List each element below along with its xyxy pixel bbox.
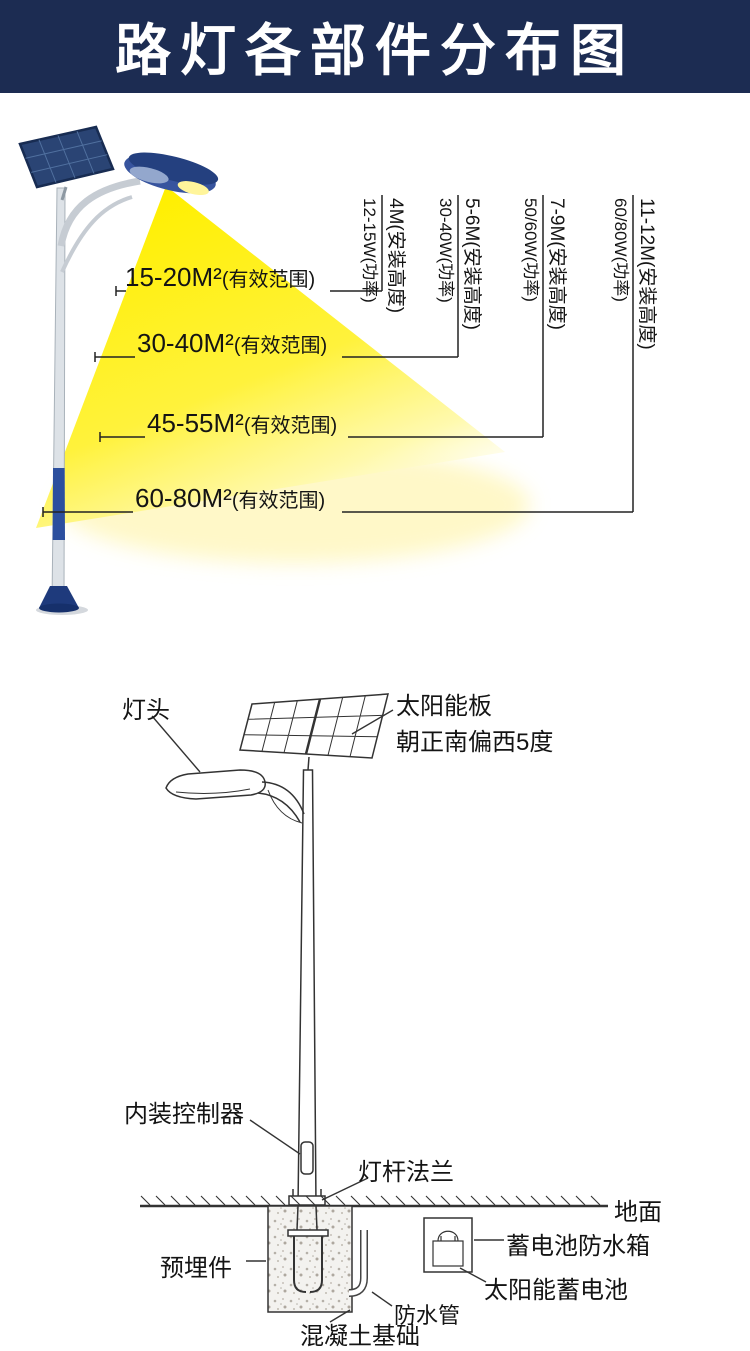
ground-hatch xyxy=(140,1195,601,1206)
label-concrete-foundation: 混凝土基础 xyxy=(300,1323,420,1350)
range-note: (有效范围) xyxy=(221,269,316,291)
spec-height-label-4: 11-12M(安装高度) xyxy=(636,198,657,350)
pole-drawing xyxy=(297,769,317,1207)
foundation-drawing xyxy=(267,1205,353,1313)
spec-power-label-3: 50/60W(功率) xyxy=(521,198,540,302)
spec-height-label-1: 4M(安装高度) xyxy=(385,198,406,314)
installation-diagram xyxy=(140,693,608,1323)
label-ground: 地面 xyxy=(614,1199,662,1226)
label-pole-flange: 灯杆法兰 xyxy=(358,1159,454,1186)
leader-lines xyxy=(151,709,504,1323)
battery-box-drawing xyxy=(423,1217,473,1273)
pipe-drawing xyxy=(348,1230,368,1297)
range-value: 60-80M² xyxy=(135,483,232,513)
coverage-range-label-1: 15-20M²(有效范围) xyxy=(125,262,315,293)
label-solar-panel-angle: 朝正南偏西5度 xyxy=(396,729,554,756)
range-note: (有效范围) xyxy=(231,490,326,512)
lamp-head-drawing xyxy=(165,769,305,824)
coverage-range-label-3: 45-55M²(有效范围) xyxy=(147,408,337,439)
spec-power-label-1: 12-15W(功率) xyxy=(360,198,379,303)
label-embedded-part: 预埋件 xyxy=(160,1255,232,1282)
pole-base xyxy=(39,586,79,608)
controller-drawing xyxy=(300,1141,314,1175)
range-value: 30-40M² xyxy=(137,328,234,358)
label-battery-box: 蓄电池防水箱 xyxy=(506,1233,650,1260)
lamp-head-photo xyxy=(124,152,219,196)
coverage-range-label-4: 60-80M²(有效范围) xyxy=(135,483,325,514)
range-note: (有效范围) xyxy=(233,335,328,357)
spec-height-label-2: 5-6M(安装高度) xyxy=(461,198,482,330)
solar-panel-drawing xyxy=(239,693,389,771)
lamp-arm-brace xyxy=(60,195,133,273)
street-lamp-illustration xyxy=(18,125,219,615)
range-value: 45-55M² xyxy=(147,408,244,438)
label-waterproof-pipe: 防水管 xyxy=(394,1303,461,1328)
light-beam-cone xyxy=(36,186,530,563)
label-solar-panel: 太阳能板 xyxy=(396,693,492,720)
anchor-bolt-right xyxy=(309,1236,323,1293)
spec-height-label-3: 7-9M(安装高度) xyxy=(546,198,567,330)
pole-blue-band xyxy=(52,468,65,540)
label-lamp-head: 灯头 xyxy=(122,697,170,724)
anchor-bolt-left xyxy=(293,1236,307,1293)
label-solar-battery: 太阳能蓄电池 xyxy=(484,1277,628,1304)
spec-power-label-2: 30-40W(功率) xyxy=(436,198,455,303)
spec-power-label-4: 60/80W(功率) xyxy=(611,198,630,302)
title-banner: 路灯各部件分布图 xyxy=(0,0,750,93)
dimension-lines xyxy=(42,195,634,517)
lamp-arm xyxy=(57,177,141,247)
page-title: 路灯各部件分布图 xyxy=(115,19,635,82)
range-note: (有效范围) xyxy=(243,415,338,437)
coverage-range-label-2: 30-40M²(有效范围) xyxy=(137,328,327,359)
range-value: 15-20M² xyxy=(125,262,222,292)
label-controller: 内装控制器 xyxy=(124,1101,244,1128)
